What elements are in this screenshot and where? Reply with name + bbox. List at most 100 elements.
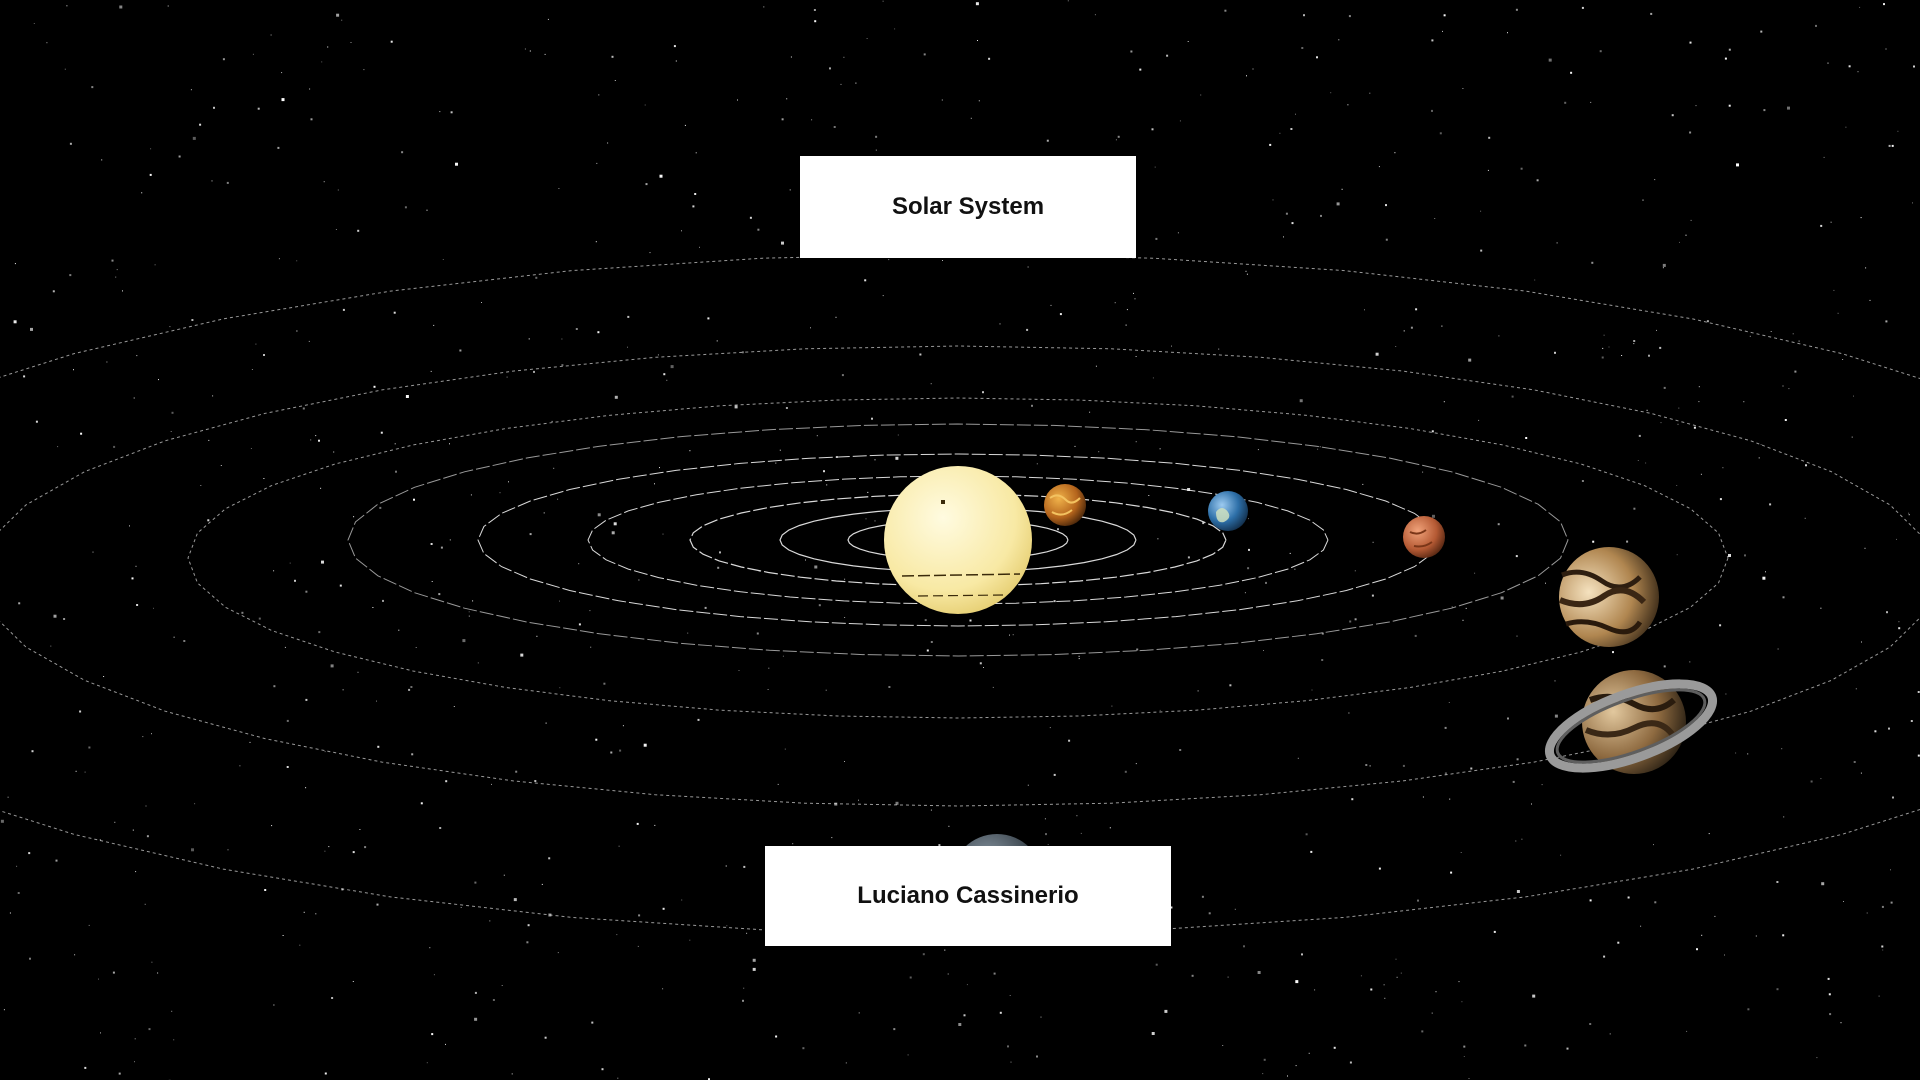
star <box>296 260 298 262</box>
sun[interactable] <box>884 466 1032 614</box>
star <box>1663 386 1666 389</box>
star <box>1130 50 1133 53</box>
planet-jupiter[interactable] <box>1558 547 1659 647</box>
star <box>1566 1047 1569 1050</box>
star <box>657 354 659 356</box>
star <box>638 579 640 581</box>
star <box>1515 555 1518 558</box>
planet-saturn[interactable] <box>1539 667 1723 786</box>
star <box>430 370 432 372</box>
star <box>1252 68 1254 70</box>
star <box>31 750 34 753</box>
star <box>1881 945 1884 948</box>
star <box>281 72 283 74</box>
star <box>499 492 501 494</box>
star <box>1617 941 1620 944</box>
star <box>191 848 194 852</box>
star <box>1351 798 1354 801</box>
star <box>777 783 779 785</box>
star <box>1443 401 1445 403</box>
star <box>1719 498 1722 501</box>
star <box>1747 753 1749 755</box>
star <box>858 799 859 801</box>
star <box>1461 1001 1463 1003</box>
star <box>816 435 818 437</box>
star <box>1599 50 1602 53</box>
star <box>310 439 312 441</box>
star <box>992 686 994 688</box>
star <box>1685 234 1687 236</box>
star <box>1362 483 1364 485</box>
star <box>548 857 551 860</box>
star <box>55 859 58 862</box>
star <box>1114 302 1116 304</box>
star <box>526 941 529 944</box>
star <box>681 230 682 232</box>
star <box>1650 12 1653 15</box>
star <box>614 80 616 81</box>
star <box>1155 237 1158 240</box>
star <box>1109 827 1111 829</box>
star <box>1840 1022 1842 1024</box>
star <box>746 932 748 934</box>
star <box>1187 488 1191 491</box>
star <box>865 518 867 520</box>
star <box>1810 780 1813 783</box>
star <box>350 42 352 43</box>
star <box>1444 726 1447 729</box>
star <box>589 610 591 612</box>
star <box>341 19 343 21</box>
star <box>841 374 844 377</box>
star <box>462 639 466 643</box>
star <box>1294 568 1296 570</box>
star <box>1135 441 1137 443</box>
star <box>597 331 600 334</box>
star <box>596 162 598 164</box>
star <box>207 519 210 522</box>
star <box>401 151 404 154</box>
star <box>468 611 470 613</box>
star <box>1696 948 1698 951</box>
star <box>513 898 517 902</box>
star <box>694 193 697 195</box>
star <box>1047 844 1049 845</box>
planet-mars[interactable] <box>1403 516 1445 558</box>
star <box>779 449 781 451</box>
star <box>278 258 280 260</box>
star <box>888 686 891 688</box>
star <box>212 395 214 397</box>
star <box>897 434 899 436</box>
star <box>575 328 578 330</box>
star <box>134 1038 136 1040</box>
star <box>1338 39 1340 41</box>
star <box>1724 57 1727 60</box>
star <box>1589 1023 1592 1025</box>
star <box>1864 547 1866 549</box>
star <box>450 111 453 114</box>
star <box>1769 503 1772 506</box>
star <box>742 999 744 1002</box>
star <box>644 104 646 106</box>
star <box>1074 445 1076 447</box>
star <box>506 376 508 378</box>
star <box>98 978 99 980</box>
star <box>1201 895 1204 898</box>
star <box>1736 163 1739 167</box>
planet-mercury[interactable] <box>1044 484 1086 526</box>
star <box>1908 514 1910 516</box>
star <box>1036 463 1038 465</box>
star <box>1125 324 1127 326</box>
star <box>529 50 531 52</box>
star <box>590 646 592 648</box>
star <box>835 316 837 318</box>
star <box>1402 764 1405 767</box>
star <box>662 907 665 910</box>
star <box>1874 730 1877 733</box>
star <box>315 913 317 915</box>
planet-earth[interactable] <box>1208 491 1248 531</box>
star <box>33 23 35 24</box>
star <box>663 373 666 376</box>
star <box>1468 1078 1470 1079</box>
star <box>1816 1057 1818 1059</box>
star <box>449 443 450 445</box>
